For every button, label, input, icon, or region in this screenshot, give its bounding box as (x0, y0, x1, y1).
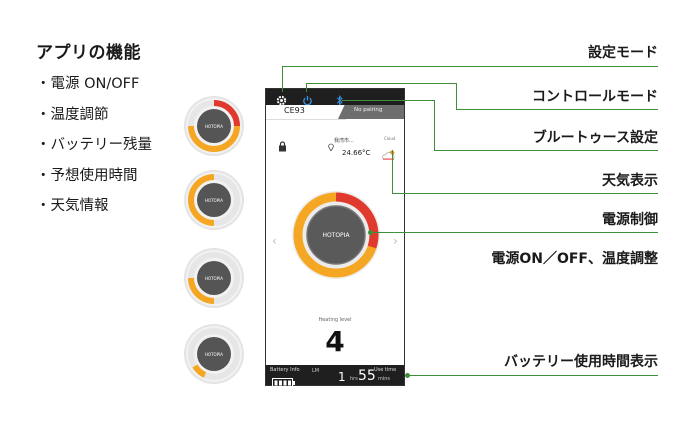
lock-icon[interactable] (278, 137, 287, 156)
use-time-minutes: 55 (358, 368, 376, 384)
use-time-hours: 1 (338, 370, 346, 384)
features-list: ・電源 ON/OFF ・温度調節 ・バッテリー残量 ・予想使用時間 ・天気情報 (36, 74, 152, 227)
leader-line (342, 100, 434, 101)
cloud-icon (382, 145, 396, 164)
feature-item: ・温度調節 (36, 106, 109, 123)
tab-no-pairing[interactable] (338, 105, 404, 119)
heating-level-label: Heating level (318, 317, 352, 323)
dial-logo: HOTOPIA (322, 232, 350, 239)
use-time-label: Use time (374, 367, 397, 373)
hours-unit: hrs (350, 376, 358, 382)
chevron-right-icon[interactable]: › (393, 234, 398, 248)
thumbnail-logo: HOTOPIA (205, 276, 223, 281)
leader-dot (368, 230, 373, 235)
leader-line (306, 83, 456, 84)
features-title: アプリの機能 (36, 43, 141, 63)
leader-line (434, 100, 435, 150)
device-name: CE93 (284, 106, 305, 115)
battery-info-label: Battery Info (270, 367, 300, 373)
thumbnail-logo: HOTOPIA (205, 352, 223, 357)
feature-item: ・予想使用時間 (36, 167, 138, 184)
location-icon (328, 136, 334, 155)
bluetooth-icon[interactable] (336, 91, 344, 110)
lm-label: LM (312, 368, 320, 374)
location-label: 我湾市... (334, 138, 354, 144)
minutes-unit: mins (378, 376, 391, 382)
leader-dot (405, 373, 410, 378)
callout-power-control: 電源制御 (602, 212, 658, 228)
callout-weather: 天気表示 (602, 173, 658, 189)
leader-line (392, 193, 658, 194)
leader-line (282, 66, 283, 92)
callout-bluetooth: ブルートゥース設定 (532, 130, 658, 146)
temperature: 24.66°C (342, 149, 371, 157)
callout-control-mode: コントロールモード (532, 89, 658, 105)
no-pairing-label: No pairing (354, 107, 383, 113)
bottom-info-bar: Battery Info LM Use time 1 hrs 55 mins (266, 365, 404, 388)
leader-line (434, 150, 658, 151)
status-bar (266, 89, 404, 106)
weather-label: Cloud (384, 136, 396, 141)
gear-icon[interactable] (276, 91, 287, 110)
leader-line (392, 150, 393, 194)
chevron-left-icon[interactable]: ‹ (272, 234, 277, 248)
power-dial[interactable]: HOTOPIA (290, 189, 382, 285)
leader-line (370, 232, 658, 233)
leader-line (408, 375, 658, 376)
thumbnail-logo: HOTOPIA (205, 198, 223, 203)
tab-device[interactable] (266, 105, 346, 120)
heating-level-value: 4 (325, 325, 345, 358)
feature-item: ・電源 ON/OFF (36, 76, 140, 92)
callout-settings-mode: 設定モード (588, 45, 658, 61)
thumbnail-dial: HOTOPIA (186, 326, 242, 382)
leader-line (456, 83, 457, 109)
feature-item: ・バッテリー残量 (36, 137, 152, 153)
power-icon[interactable] (302, 91, 313, 110)
callout-battery-time: バッテリー使用時間表示 (504, 354, 658, 370)
thumbnail-dial: HOTOPIA (186, 98, 242, 154)
leader-line (282, 66, 658, 67)
battery-icon (272, 373, 296, 392)
callout-power-temp: 電源ON／OFF、温度調整 (491, 251, 658, 267)
thumbnail-dial: HOTOPIA (186, 250, 242, 306)
thumbnail-logo: HOTOPIA (205, 124, 223, 129)
leader-line (306, 83, 307, 92)
phone-screen: CE93 No pairing 我湾市... Cloud 24.66°C ‹ ›… (265, 88, 405, 388)
thumbnail-dial: HOTOPIA (186, 172, 242, 228)
feature-item: ・天気情報 (36, 198, 109, 214)
leader-line (456, 109, 658, 110)
